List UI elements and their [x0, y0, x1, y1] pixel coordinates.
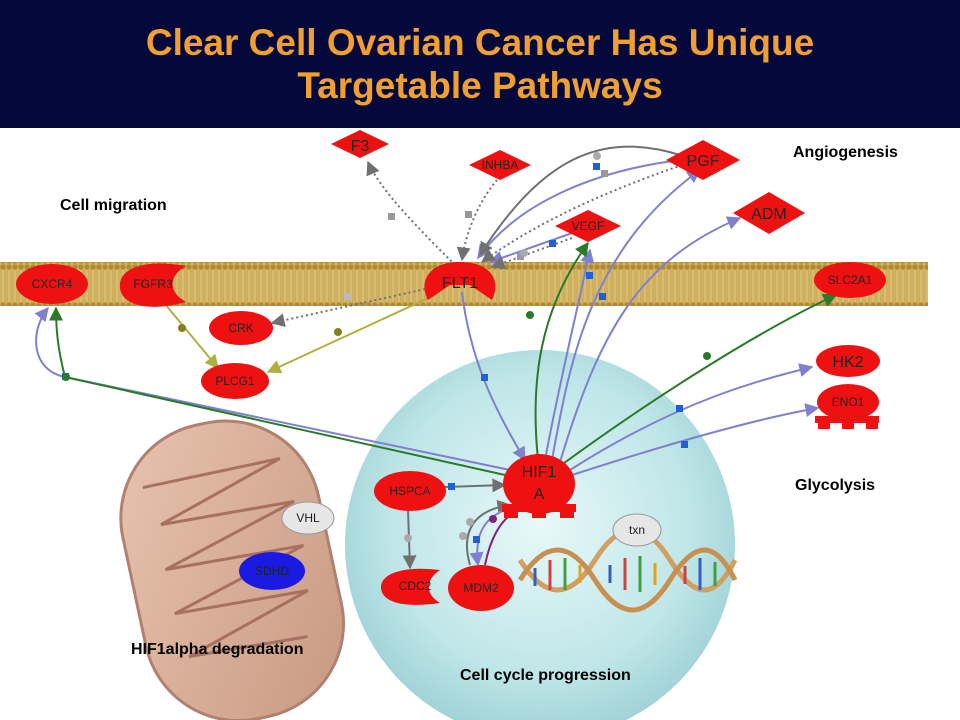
node-vegf[interactable]: VEGF	[555, 210, 621, 242]
node-pgf[interactable]: PGF	[666, 140, 740, 180]
edge-flt1-plcg1	[266, 294, 436, 374]
edge-hif1a-vegf-1	[544, 248, 595, 461]
node-mdm2[interactable]: MDM2	[448, 565, 514, 611]
edge-inhba-flt1	[456, 179, 498, 262]
edge-fgfr3-plcg1	[159, 297, 219, 370]
node-eno1-label: ENO1	[832, 395, 865, 409]
node-txn-label: txn	[629, 523, 645, 537]
node-slc2a1[interactable]: SLC2A1	[814, 262, 886, 298]
nucleus	[345, 350, 735, 720]
node-crk-label: CRK	[228, 321, 253, 335]
node-pgf-label: PGF	[687, 153, 720, 170]
slide-title-line-1: Clear Cell Ovarian Cancer Has Unique	[145, 22, 815, 63]
edge-vegf-flt1	[488, 231, 576, 265]
node-vegf-label: VEGF	[572, 219, 605, 233]
edge-hif1a-vegf-green	[534, 241, 589, 461]
node-hk2[interactable]: HK2	[816, 345, 880, 377]
node-vhl-label: VHL	[296, 511, 320, 525]
node-fgfr3[interactable]: FGFR3	[119, 263, 186, 307]
node-hif1a-label-1: HIF1	[522, 464, 557, 481]
node-hif1a[interactable]: HIF1 A	[502, 454, 576, 518]
edge-hif1a-adm	[559, 216, 742, 463]
edge-pgf-flt1-gray	[479, 145, 681, 257]
node-hspca-label: HSPCA	[389, 484, 430, 498]
node-fgfr3-label: FGFR3	[133, 277, 173, 291]
node-cdc2-label: CDC2	[399, 579, 432, 593]
edge-pgf-flt1-dotted	[480, 164, 683, 263]
node-hif1a-label-2: A	[534, 486, 545, 503]
node-flt1-label: FLT1	[442, 275, 478, 292]
slide-title-line-2: Targetable Pathways	[297, 65, 663, 106]
node-sdhd-label: SDHD	[255, 564, 289, 578]
edge-vegf-flt1-gray	[490, 237, 573, 270]
node-inhba[interactable]: INHBA	[469, 150, 531, 180]
title-banner	[0, 0, 960, 128]
node-inhba-label: INHBA	[482, 158, 519, 172]
edge-hif1a-mdm2	[469, 509, 506, 567]
dna-helix-icon	[517, 527, 738, 613]
node-hk2-label: HK2	[832, 354, 863, 371]
label-cell-cycle: Cell cycle progression	[460, 667, 631, 684]
edge-hif1a-hk2	[569, 363, 814, 471]
node-f3[interactable]: F3	[331, 130, 389, 158]
node-cxcr4[interactable]: CXCR4	[16, 264, 88, 304]
node-txn[interactable]: txn	[612, 513, 662, 547]
edge-hif1a-slc2a1	[559, 293, 838, 467]
label-cell-migration: Cell migration	[60, 197, 167, 214]
label-hif-degradation: HIF1alpha degradation	[131, 641, 303, 658]
edge-flt1-crk	[270, 287, 431, 328]
node-mdm2-label: MDM2	[463, 581, 499, 595]
edge-hif1a-pgf	[551, 169, 702, 461]
node-f3-label: F3	[351, 138, 370, 155]
edge-flt1-f3	[366, 160, 456, 266]
label-angiogenesis: Angiogenesis	[793, 144, 898, 161]
node-flt1[interactable]: FLT1	[424, 262, 496, 300]
edge-hif1a-eno1	[571, 403, 820, 476]
node-hspca[interactable]: HSPCA	[374, 471, 446, 511]
node-plcg1[interactable]: PLCG1	[201, 363, 269, 399]
node-slc2a1-label: SLC2A1	[828, 273, 873, 287]
node-cxcr4-label: CXCR4	[32, 277, 73, 291]
node-adm[interactable]: ADM	[733, 192, 805, 234]
node-sdhd[interactable]: SDHD	[239, 552, 305, 590]
node-vhl[interactable]: VHL	[281, 501, 335, 535]
mitochondrion	[119, 419, 346, 720]
label-glycolysis: Glycolysis	[795, 477, 875, 494]
edge-markers	[62, 152, 711, 543]
node-eno1[interactable]: ENO1	[815, 384, 879, 429]
node-adm-label: ADM	[751, 206, 787, 223]
node-cdc2[interactable]: CDC2	[380, 568, 440, 605]
edge-pgf-flt1	[477, 159, 681, 260]
edge-flt1-hif1a	[461, 291, 526, 462]
node-crk[interactable]: CRK	[209, 311, 273, 345]
node-plcg1-label: PLCG1	[215, 374, 255, 388]
